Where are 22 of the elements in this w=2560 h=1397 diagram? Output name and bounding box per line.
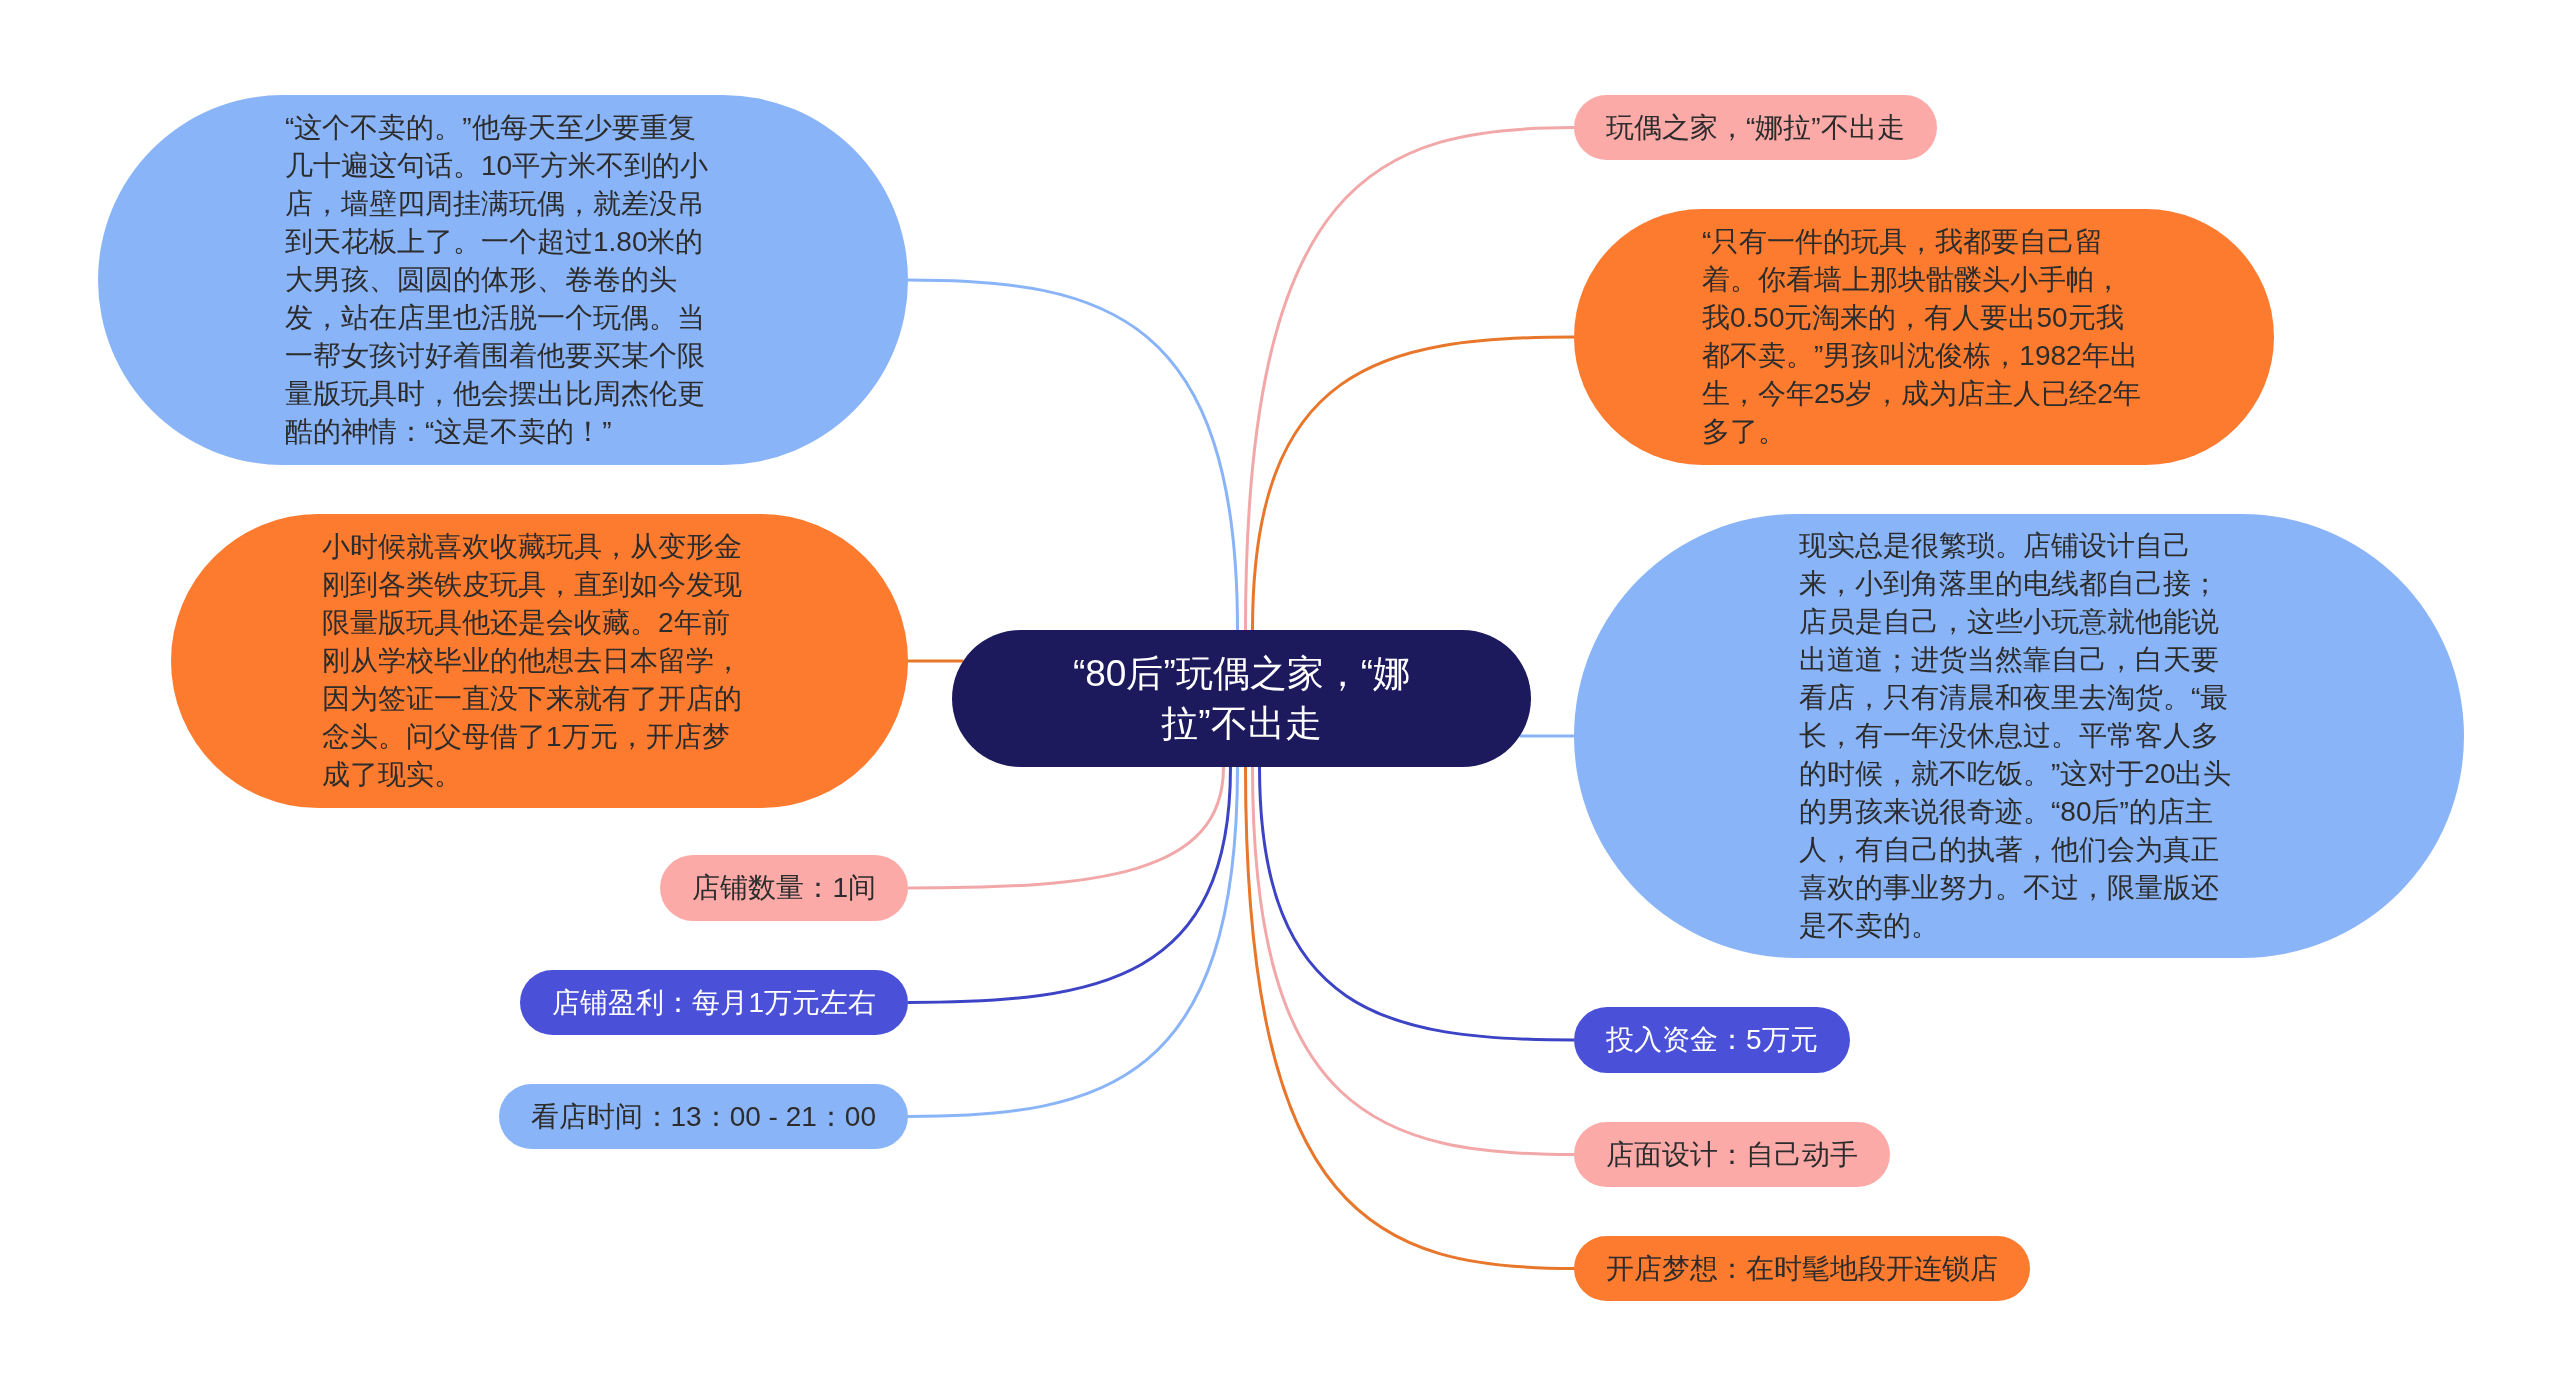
connector-line bbox=[908, 659, 964, 663]
connector-line bbox=[1244, 126, 1575, 631]
connector-line bbox=[1519, 734, 1574, 738]
topic-pill: 玩偶之家，“娜拉”不出走 bbox=[1574, 95, 1937, 160]
topic-pill: 投入资金：5万元 bbox=[1574, 1007, 1850, 1073]
connector-line bbox=[907, 766, 1239, 1118]
topic-pill: 看店时间：13：00 - 21：00 bbox=[498, 1084, 908, 1149]
central-topic: “80后”玩偶之家，“娜拉”不出走 bbox=[952, 630, 1531, 767]
topic-bubble: 小时候就喜欢收藏玩具，从变形金刚到各类铁皮玩具，直到如今发现限量版玩具他还是会收藏。2年前刚从学校毕业的他想去日本留学，因为签证一直没下来就有了开店的念头。问父母借了1万元，开店梦成了现实。 bbox=[171, 514, 908, 808]
connector-line bbox=[907, 278, 1239, 631]
topic-bubble: 现实总是很繁琐。店铺设计自己来，小到角落里的电线都自己接；店员是自己，这些小玩意就他能说出道道；进货当然靠自己，白天要看店，只有清晨和夜里去淘货。“最长，有一年没休息过。平常客人多的时候，就不吃饭。”这对于20出头的男孩来说很奇迹。“80后”的店主人，有自己的执著，他们会为真正喜欢的事业努力。不过，限量版还是不卖的。 bbox=[1574, 514, 2464, 958]
topic-bubble: “只有一件的玩具，我都要自己留着。你看墙上那块骷髅头小手帕，我0.50元淘来的，有人要出50元我都不卖。”男孩叫沈俊栋，1982年出生，今年25岁，成为店主人已经2年多了。 bbox=[1574, 209, 2274, 465]
topic-pill: 店铺盈利：每月1万元左右 bbox=[520, 970, 908, 1035]
connector-line bbox=[1251, 335, 1575, 631]
topic-bubble: “这个不卖的。”他每天至少要重复几十遍这句话。10平方米不到的小店，墙壁四周挂满玩偶，就差没吊到天花板上了。一个超过1.80米的大男孩、圆圆的体形、卷卷的头发，站在店里也活脱一个玩偶。当一帮女孩讨好着围着他要买某个限量版玩具时，他会摆出比周杰伦更酷的神情：“这是不卖的！” bbox=[98, 95, 908, 465]
topic-pill: 店面设计：自己动手 bbox=[1574, 1122, 1890, 1187]
connector-line bbox=[908, 766, 1225, 890]
connector-line bbox=[908, 766, 1232, 1004]
topic-pill: 开店梦想：在时髦地段开连锁店 bbox=[1574, 1236, 2030, 1301]
connector-line bbox=[1251, 766, 1575, 1156]
topic-pill: 店铺数量：1间 bbox=[660, 855, 908, 921]
connector-line bbox=[1258, 766, 1575, 1042]
